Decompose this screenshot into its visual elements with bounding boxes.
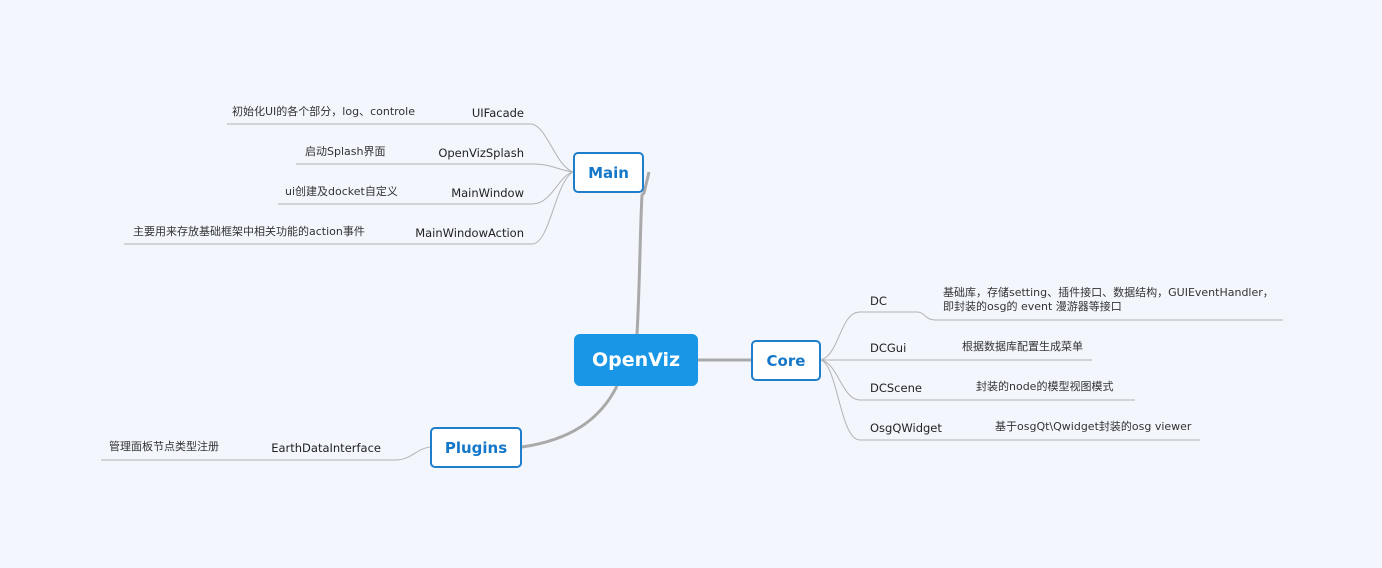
main-child-links	[124, 123, 574, 245]
topic-earthdatainterface[interactable]: EarthDataInterface	[271, 441, 381, 455]
topic-openvizsplash[interactable]: OpenVizSplash	[438, 146, 524, 160]
link-root-plugins	[521, 385, 619, 449]
note-earthdatainterface: 管理面板节点类型注册	[109, 440, 219, 453]
topic-mainwindowaction[interactable]: MainWindowAction	[415, 226, 524, 240]
core-child-links	[820, 311, 1283, 441]
topic-osgqwidget[interactable]: OsgQWidget	[870, 421, 942, 435]
topic-dcscene[interactable]: DCScene	[870, 381, 922, 395]
note-dcscene: 封装的node的模型视图模式	[976, 380, 1114, 393]
note-dc-line1: 基础库，存储setting、插件接口、数据结构，GUIEventHandler，	[943, 286, 1274, 299]
note-openvizsplash: 启动Splash界面	[305, 145, 386, 158]
link-root-main	[635, 171, 651, 335]
plugins-child-link	[101, 446, 431, 461]
branch-node-plugins[interactable]: Plugins	[430, 427, 522, 468]
branch-node-main[interactable]: Main	[573, 152, 644, 193]
note-osgqwidget: 基于osgQt\Qwidget封装的osg viewer	[995, 420, 1192, 433]
note-mainwindow: ui创建及docket自定义	[285, 185, 398, 198]
topic-dcgui[interactable]: DCGui	[870, 341, 907, 355]
branch-node-core[interactable]: Core	[751, 340, 821, 381]
note-uifacade: 初始化UI的各个部分，log、controle	[232, 105, 415, 118]
topic-mainwindow[interactable]: MainWindow	[451, 186, 524, 200]
topic-uifacade[interactable]: UIFacade	[471, 106, 524, 120]
note-dc-line2: 即封装的osg的 event 漫游器等接口	[943, 300, 1122, 313]
note-mainwindowaction: 主要用来存放基础框架中相关功能的action事件	[133, 225, 365, 238]
note-dcgui: 根据数据库配置生成菜单	[962, 340, 1083, 353]
root-node-openviz[interactable]: OpenViz	[574, 334, 698, 386]
topic-dc[interactable]: DC	[870, 294, 887, 308]
